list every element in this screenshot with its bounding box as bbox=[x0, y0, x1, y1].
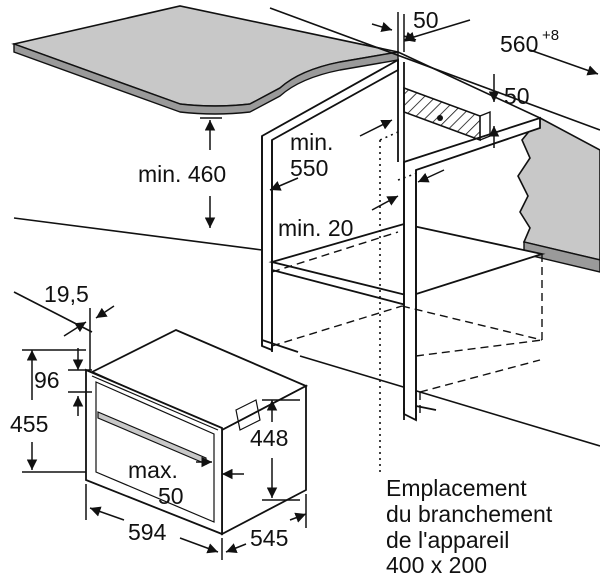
floor-line-right bbox=[299, 355, 600, 447]
dim-gap-top: 50 bbox=[413, 7, 439, 33]
countertop-top-surface bbox=[11, 5, 399, 107]
dimension-labels: 50 560 +8 50 min. 460 min. 550 min. 20 1… bbox=[10, 7, 559, 551]
vent-screw bbox=[437, 115, 443, 121]
floor-line-upper bbox=[13, 217, 263, 251]
appliance-control-strip bbox=[91, 375, 219, 431]
ventilation-opening bbox=[403, 86, 491, 142]
countertop-right-top bbox=[517, 116, 600, 261]
dim-niche-width: 560 bbox=[500, 31, 538, 57]
connection-zone bbox=[379, 131, 421, 476]
dim-appliance-width: 594 bbox=[128, 519, 167, 545]
niche-dashed-outline bbox=[271, 231, 543, 414]
wall-back-line bbox=[397, 51, 541, 119]
dim-door-offset: 19,5 bbox=[44, 281, 89, 307]
cabinet-left-panel bbox=[261, 58, 399, 352]
dim-panel-height: 96 bbox=[34, 367, 60, 393]
dim-appliance-height: 455 bbox=[10, 411, 48, 437]
room-lines bbox=[13, 7, 600, 447]
dimension-lines bbox=[22, 12, 599, 560]
cabinet-niche bbox=[261, 58, 546, 422]
dim-cavity-height: 448 bbox=[250, 425, 288, 451]
dim-counter-height: min. 460 bbox=[138, 161, 226, 187]
appliance-front-inner bbox=[95, 381, 215, 523]
connection-label-line1: Emplacement bbox=[386, 475, 527, 501]
dim-appliance-depth: 545 bbox=[250, 525, 288, 551]
connection-label: Emplacement du branchement de l'appareil… bbox=[386, 475, 553, 578]
connection-label-line2: du branchement bbox=[386, 501, 553, 527]
appliance-front bbox=[85, 368, 223, 536]
dim-niche-depth-value: 550 bbox=[290, 155, 328, 181]
connection-label-line4: 400 x 200 bbox=[386, 552, 487, 576]
dim-niche-depth-prefix: min. bbox=[290, 129, 333, 155]
dim-drawer-gap-prefix: max. bbox=[128, 457, 178, 483]
appliance bbox=[85, 329, 309, 536]
dim-drawer-gap-value: 50 bbox=[158, 483, 184, 509]
dim-niche-width-tolerance: +8 bbox=[542, 27, 559, 44]
dim-vent-depth: 50 bbox=[504, 83, 530, 109]
vent-hatch bbox=[403, 86, 481, 142]
appliance-side-rail bbox=[235, 399, 261, 431]
countertop-right bbox=[517, 116, 600, 273]
dim-side-gap: min. 20 bbox=[278, 215, 353, 241]
connection-label-line3: de l'appareil bbox=[386, 527, 509, 553]
